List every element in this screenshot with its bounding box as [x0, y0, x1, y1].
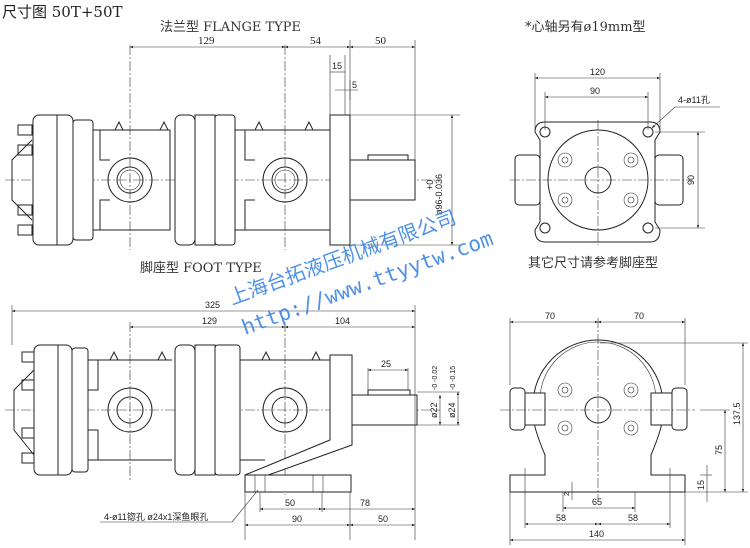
dim-129-foot: 129: [202, 316, 217, 326]
footnote: 其它尺寸请参考脚座型: [528, 255, 658, 271]
tolerance-d24: -0 -0.15: [450, 366, 457, 390]
tolerance-d22: -0 -0.02: [432, 366, 439, 390]
dim-104: 104: [335, 316, 350, 326]
dim-70-right: 70: [634, 311, 644, 321]
foot-view-label: 脚座型 FOOT TYPE: [140, 260, 262, 276]
flange-side-view: 法兰型 FLANGE TYPE 129 54 50: [5, 20, 460, 250]
dim-70-left: 70: [545, 311, 555, 321]
dim-d22: ø22: [429, 402, 439, 418]
dim-15-foot: 15: [696, 480, 706, 490]
dim-2: 2: [564, 492, 571, 496]
dim-shaft-diameter: ø96-0.036: [434, 174, 444, 215]
shaft-note: *心轴另有ø19mm型: [525, 20, 646, 35]
foot-end-view: 70 70 137.5 75 15 2 65 58 58 140: [500, 311, 748, 545]
dim-5: 5: [352, 80, 357, 90]
dim-d24: ø24: [447, 402, 457, 418]
holes-note: 4-ø11孔: [678, 95, 710, 105]
watermark: 上海台拓液压机械有限公司 http://www.ttyytw.com: [226, 205, 497, 340]
foot-side-view: 脚座型 FOOT TYPE 325 129 104 25: [5, 260, 460, 540]
dim-140: 140: [589, 529, 604, 539]
dim-shaft-tolerance: +0: [425, 180, 435, 190]
dim-65: 65: [592, 497, 602, 507]
dim-90-horizontal: 90: [590, 86, 600, 96]
dim-120: 120: [590, 67, 605, 77]
dim-25: 25: [381, 359, 391, 369]
flange-view-label: 法兰型 FLANGE TYPE: [160, 20, 301, 35]
dim-129: 129: [198, 35, 215, 47]
dim-50-shaft: 50: [378, 514, 388, 524]
dim-325: 325: [205, 300, 220, 310]
dim-75: 75: [714, 445, 724, 455]
dim-58-left: 58: [556, 513, 566, 523]
dim-54: 54: [310, 35, 322, 47]
mounting-hole-note: 4-ø11锪孔 ø24x1深鱼眼孔: [104, 511, 208, 522]
dim-50-foot: 50: [285, 498, 295, 508]
page-title: 尺寸图 50T+50T: [2, 3, 123, 21]
dim-50: 50: [375, 35, 387, 47]
end-bolts: [11, 124, 33, 236]
dim-15: 15: [332, 61, 342, 71]
dim-90-foot: 90: [292, 514, 302, 524]
dim-90-vertical: 90: [686, 175, 696, 185]
dim-78: 78: [360, 498, 370, 508]
dim-58-right: 58: [628, 513, 638, 523]
dim-137-5: 137.5: [732, 402, 742, 425]
flange-end-view: *心轴另有ø19mm型 120 90 4-ø11孔 90 其它尺寸请参考脚座型: [510, 20, 720, 271]
